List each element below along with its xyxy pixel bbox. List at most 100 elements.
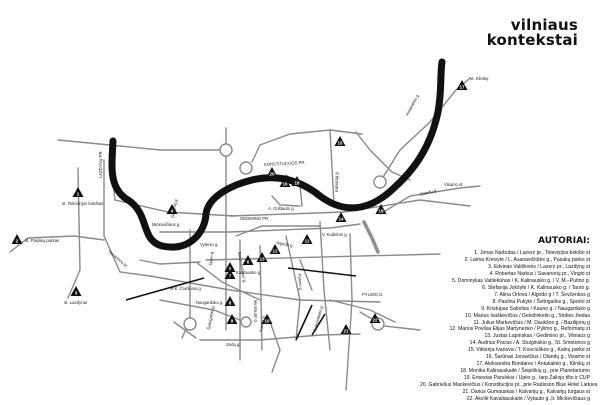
author-line: 18. Monika Kalinauskaitė / Šnipiškių g.,… [460,368,590,375]
stop-number: 9 [231,319,234,324]
triangle-marker-icon [242,255,254,265]
stop-marker-16[interactable]: 16 [279,177,291,187]
authors-title: AUTORIAI: [538,236,590,246]
author-line: 4. Robertas Narkus / Savanorių pr., Ving… [489,270,590,277]
stop-number: 18 [294,181,300,186]
street-label: Antakalnio g. [404,93,420,117]
street-label: KONSTITUCIJOS PR. [264,160,306,167]
stop-number: 5 [229,267,232,272]
author-line: 17. Aleksandra Bondarev / Antakalnio g.,… [476,361,590,368]
street-label: Savanorių pr. [107,249,129,269]
street-label: Kalvarijų g. [334,171,339,192]
triangle-marker-icon [266,167,278,177]
author-line: 21. Darius Gumauskas / Kalvarijų g., Kal… [462,389,590,396]
street-label: Mickevičiaus g. [152,222,180,227]
stop-marker-18[interactable]: 18 [291,176,303,186]
stop-marker-7[interactable]: 7 [224,269,236,279]
triangle-marker-icon [269,244,281,254]
street-network [9,77,481,391]
author-line: 5. Dominykas Vaitiekūnas / K. Kalinausko… [452,277,590,284]
brand-line-2: kontekstai [486,31,578,49]
stop-number: 17 [459,85,465,90]
stop-marker-5[interactable]: 5 [224,262,236,272]
roundabouts [183,143,387,331]
author-line: 10. Marius Ivaškevičius / Geležinkelio g… [465,312,590,319]
stop-number: 11 [305,239,310,244]
stop-marker-6[interactable]: 6 [242,255,254,265]
triangle-marker-icon [291,176,303,186]
street-label: Visamo st. [444,182,463,187]
street-label: PYLIMO G. [362,292,383,297]
triangle-marker-icon [72,187,84,197]
stop-caption: st. Lazdynai [64,300,87,305]
street-label: Mindaugo g. [253,300,259,323]
author-line: 15. Viktorija Ivanova / T. Kosciuškos g.… [467,347,590,354]
triangle-marker-icon [226,314,238,324]
main-route-lines [125,267,357,341]
stop-number: 20 [269,172,275,177]
author-line: 3. Edvinas Vališkonis / Lazerz pr., Lazd… [488,263,590,270]
stop-marker-21[interactable]: 21 [340,324,352,334]
triangle-marker-icon [301,234,313,244]
triangle-marker-icon [369,313,381,323]
author-line: 12. Marius Povilas Elijas Martynenko / P… [449,326,590,333]
stop-marker-20[interactable]: 20 [266,167,278,177]
triangle-marker-icon [335,212,347,222]
stop-number: 7 [229,274,232,279]
stop-marker-13[interactable]: 13 [256,252,268,262]
stop-marker-22[interactable]: 22 [369,313,381,323]
author-line: 14. Audrius Pocius / A. Stulginskio g., … [469,340,590,347]
stop-number: 10 [264,319,270,324]
triangle-marker-icon [70,286,82,296]
stop-marker-19[interactable]: 19 [375,204,387,214]
author-line: 11. Julius Markevičius / M. Daukšos g. /… [473,319,590,326]
stop-marker-1[interactable]: 1 st. Televizijos bokštas [62,187,103,206]
street-label: Vytenio g. [200,242,218,247]
street-label: M.K. Čiurlionio g. [170,286,202,291]
stop-marker-12[interactable]: 12 [269,244,281,254]
street-label: Kalinausko g. [236,270,261,275]
author-line: 22. Akvilė Kavaliauskaitė / Vytauto g.,I… [466,396,590,403]
author-line: 7. Alina Orlova / Algirdo g / T. Ševčenk… [494,291,590,298]
stop-marker-14[interactable]: 14 [335,212,347,222]
triangle-marker-icon [279,177,291,187]
stop-marker-17[interactable]: 17 st. Klinikų [456,76,489,90]
triangle-marker-icon [256,252,268,262]
stop-number: 14 [338,217,344,222]
river [108,58,446,251]
triangle-marker-icon [456,80,468,90]
stop-caption: st. Televizijos bokštas [62,201,103,206]
stop-number: 19 [378,209,384,214]
stop-marker-15[interactable]: 15 [334,136,346,146]
authors-legend: AUTORIAI: 1. Jonas Narbutas / Lazerz pr.… [420,236,597,403]
stop-marker-8[interactable]: 8 [224,296,236,306]
stop-number: 6 [247,260,250,265]
stop-number: 12 [272,249,278,254]
street-label: Basanavičiaus g. [237,251,247,283]
street-label: Algirdo g. [276,240,294,248]
street-label: Pylimo g. [297,274,303,292]
street-label: V. Kudirkos g. [322,232,348,237]
stop-number: 15 [337,141,343,146]
stop-marker-10[interactable]: 10 [261,314,273,324]
author-line: 1. Jonas Narbutas / Lazerz pr., Televizi… [474,250,590,256]
stop-marker-4[interactable]: 4 [166,204,178,214]
stop-marker-11[interactable]: 11 [301,234,313,244]
author-line: 16. Šarūnas Jonavičius / Olandų g., Visa… [485,354,590,361]
author-line: 13. Justas Lapinskas / Gedimino pr., Vil… [484,333,590,340]
stop-marker-9[interactable]: 9 [226,314,238,324]
street-label: Birbynių g. [170,198,178,218]
stop-caption: st. Klinikų [470,76,489,81]
triangle-marker-icon [224,296,236,306]
street-label: LAZDYNŲ PR. [98,150,103,178]
triangle-marker-icon [11,234,23,244]
author-line: 2. Laima Kreivytė / L. Asanavičiūtės g.,… [464,256,590,263]
stop-number: 1 [77,192,80,197]
stop-number: 4 [171,209,174,214]
street-labels: LAZDYNŲ PR. Mickevičiaus g. Birbynių g. … [98,93,463,347]
stop-marker-3[interactable]: 3st. Lazdynai [64,286,87,305]
author-line: 8. Paulina Pukytė / Švitrigailos g., Spo… [492,298,590,305]
